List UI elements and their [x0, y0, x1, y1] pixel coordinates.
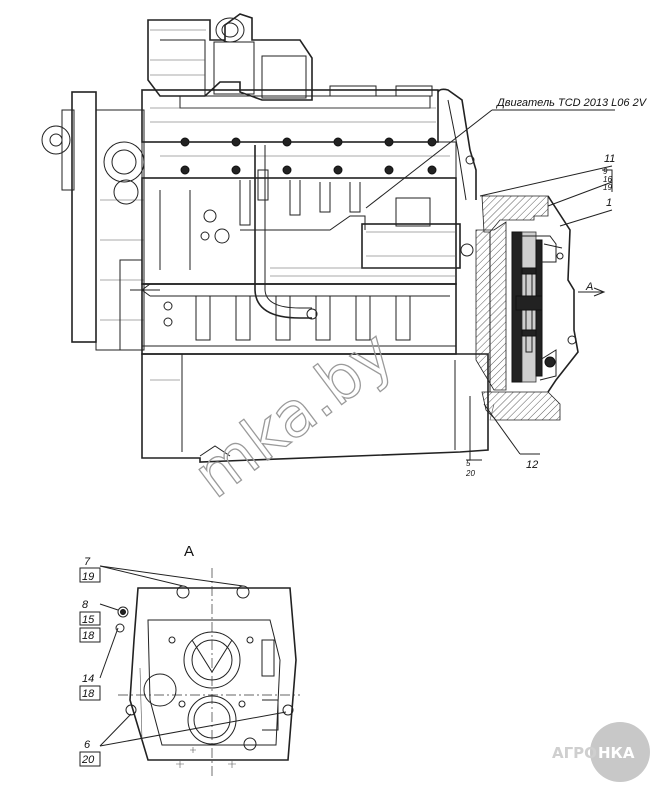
- view-callout-15: 15: [82, 614, 95, 626]
- view-callout-20: 20: [81, 754, 95, 766]
- view-a-housing: [115, 568, 300, 778]
- engine-model-label: Двигатель TCD 2013 L06 2V: [495, 97, 648, 109]
- callout-16: 16: [603, 175, 612, 184]
- callout-5: 5: [466, 459, 471, 468]
- view-callout-20-box: [79, 751, 101, 767]
- view-callout-8: 8: [82, 599, 89, 611]
- logo-right-text: НКА: [598, 744, 635, 762]
- callout-20-engine: 20: [465, 469, 475, 478]
- engine-side-view: [41, 13, 489, 463]
- leader-lines: [365, 109, 615, 461]
- callout-11: 11: [604, 153, 615, 165]
- flywheel-housing-section: [475, 195, 606, 421]
- callout-19: 19: [603, 183, 612, 192]
- view-callout-19: 19: [82, 571, 94, 583]
- agronka-logo: АГРО НКА: [552, 722, 650, 782]
- logo-left-text: АГРО: [552, 744, 597, 762]
- view-callout-18a-box: [79, 627, 101, 643]
- front-pulley: [41, 91, 145, 351]
- logo-circle: [590, 722, 650, 782]
- view-callout-19-box: [79, 567, 101, 583]
- view-arrow-label: A: [585, 281, 593, 293]
- view-callout-7: 7: [84, 556, 91, 568]
- clutch-pack: [511, 231, 564, 383]
- view-callout-18a: 18: [82, 630, 95, 642]
- view-callout-18b: 18: [82, 688, 95, 700]
- view-callout-14: 14: [82, 673, 94, 685]
- callout-1: 1: [606, 197, 612, 209]
- view-callout-18b-box: [79, 685, 101, 701]
- view-a-title: A: [184, 543, 194, 560]
- callout-12: 12: [526, 459, 538, 471]
- view-callout-6: 6: [84, 739, 91, 751]
- view-a-leaders: [86, 565, 287, 747]
- watermark-text: mka.by: [180, 316, 407, 512]
- callout-9: 9: [603, 167, 608, 176]
- view-callout-15-box: [79, 611, 101, 626]
